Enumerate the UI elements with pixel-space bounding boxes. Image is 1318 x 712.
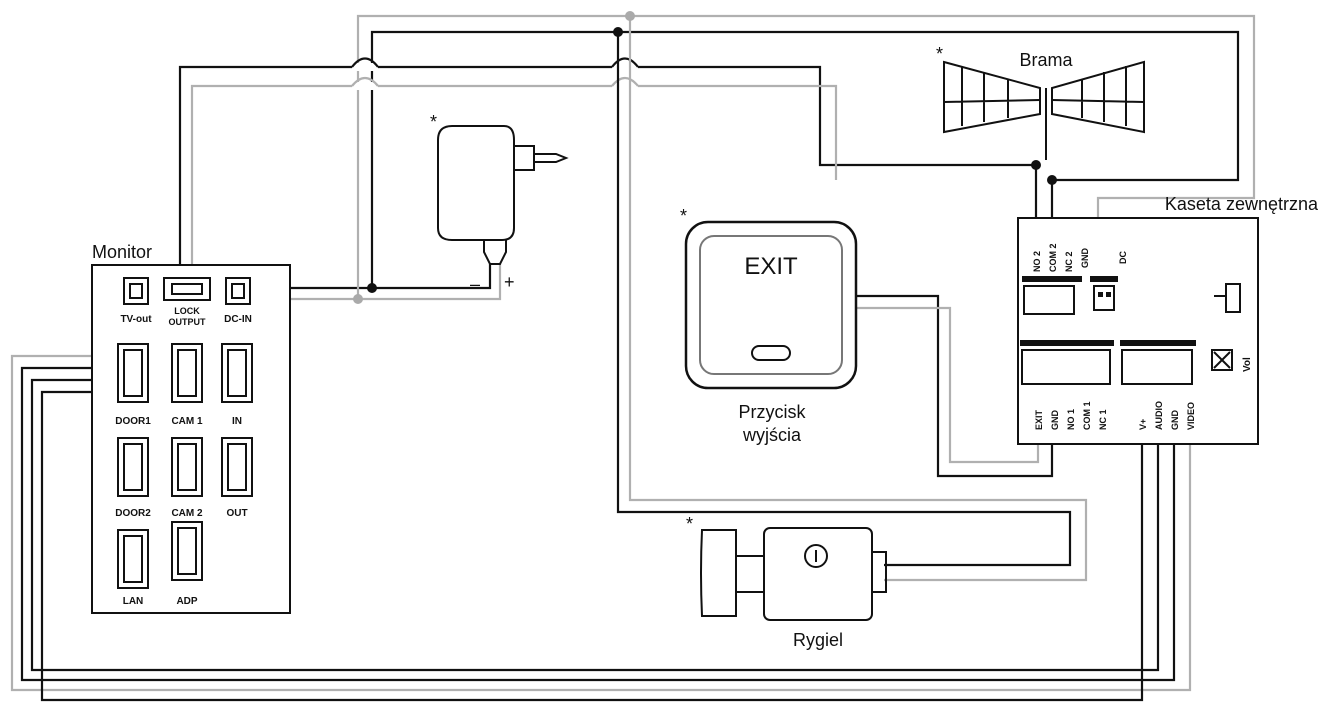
pin-no2: NO 2 [1032,251,1042,272]
wire-door1-3 [30,378,1160,672]
volume-label: Vol [1242,357,1253,372]
wire-hop-2 [351,76,379,87]
gate: * Brama [936,44,1145,160]
outdoor-station-connectors [1020,276,1241,385]
wire-exit-black [856,294,1054,478]
port-lock-label-line2: OUTPUT [169,317,207,327]
gate-right-wing [1051,60,1145,134]
pin-audio: AUDIO [1154,401,1164,430]
bolt-pin [735,555,765,593]
wire-power-black [268,264,492,290]
pin-no1: NO 1 [1066,409,1076,430]
port-out-label: OUT [226,508,247,519]
monitor-connector-icons [117,277,253,589]
port-tv-out-label: TV-out [120,314,152,325]
wire-bolt-gray [628,16,1088,582]
wire-bolt-black [616,32,1072,567]
wire-door1-1 [10,354,1192,692]
exit-button-face [699,235,843,375]
junction-dot [353,294,363,304]
port-cam2-label: CAM 2 [171,508,203,519]
port-lan-label: LAN [123,596,144,607]
port-in-label: IN [232,416,242,427]
wire-power-gray [268,264,502,301]
port-lock-label-line1: LOCK [174,306,200,316]
gate-asterisk: * [936,44,943,64]
pin-gnd-1: GND [1050,410,1060,431]
wire-door1-2 [20,366,1176,682]
exit-button-asterisk: * [680,206,687,226]
power-plug-base [513,145,535,171]
outdoor-station-box [1017,217,1259,445]
bolt-screw-icon [804,544,828,568]
junction-dot [613,27,623,37]
power-supply: * – + [430,112,569,294]
pin-nc1: NC 1 [1098,409,1108,430]
wire-exit-gray [856,306,1040,464]
junction-dot [625,11,635,21]
power-minus: – [470,274,480,294]
port-dc-in-label: DC-IN [224,314,252,325]
pin-vplus: V+ [1138,419,1148,430]
bolt-body [763,527,873,621]
exit-button-text: EXIT [744,253,798,280]
bolt-label: Rygiel [793,630,843,650]
junction-dot [367,283,377,293]
pin-nc2: NC 2 [1064,251,1074,272]
outdoor-station-switch [1214,283,1241,313]
wire-lock-gate-black [178,65,1038,276]
junction-dot [1047,175,1057,185]
power-cord [483,240,507,265]
wire-hop-4 [611,76,639,87]
port-cam1-label: CAM 1 [171,416,203,427]
gate-label: Brama [1019,50,1073,70]
power-supply-asterisk: * [430,112,437,132]
volume-knob-icon [1211,349,1233,371]
outdoor-station: Kaseta zewnętrzna NO 2 COM 2 NC 2 GND DC… [1017,194,1318,445]
bolt-cable-gland [871,551,887,593]
port-door2-label: DOOR2 [115,508,151,519]
pin-gnd-2: GND [1170,410,1180,431]
monitor-unit: Monitor TV-out LOCK OUTPUT DC-IN DOOR1 C… [91,242,291,614]
wire-lock-gate-gray [190,84,838,276]
bolt-lock: * Rygiel [686,514,887,650]
port-adp-label: ADP [176,596,197,607]
pin-dc: DC [1118,251,1128,264]
bolt-asterisk: * [686,514,693,534]
power-supply-body [437,125,515,241]
wire-hop-3 [611,57,639,68]
exit-button-indicator [751,345,791,361]
exit-button-label-line2: wyjścia [742,425,802,445]
outdoor-station-label: Kaseta zewnętrzna [1165,194,1318,214]
wire-door1-4 [40,390,1144,702]
power-plug-pin [534,153,569,163]
monitor-title: Monitor [92,242,152,262]
pin-com2: COM 2 [1048,243,1058,272]
pin-video: VIDEO [1186,402,1196,430]
gate-left-wing [943,60,1041,134]
bolt-strike-plate [700,529,737,617]
pin-exit: EXIT [1034,409,1044,430]
power-plus: + [504,272,515,292]
wires [10,11,1256,702]
exit-button-label-line1: Przycisk [739,402,807,422]
wire-hop-1 [351,57,379,68]
junction-dot [1031,160,1041,170]
pin-com1: COM 1 [1082,401,1092,430]
exit-button: * EXIT Przycisk wyjścia [680,206,858,445]
port-door1-label: DOOR1 [115,416,151,427]
pin-gnd-top: GND [1080,248,1090,269]
wire-top-black-loop [370,30,1240,288]
